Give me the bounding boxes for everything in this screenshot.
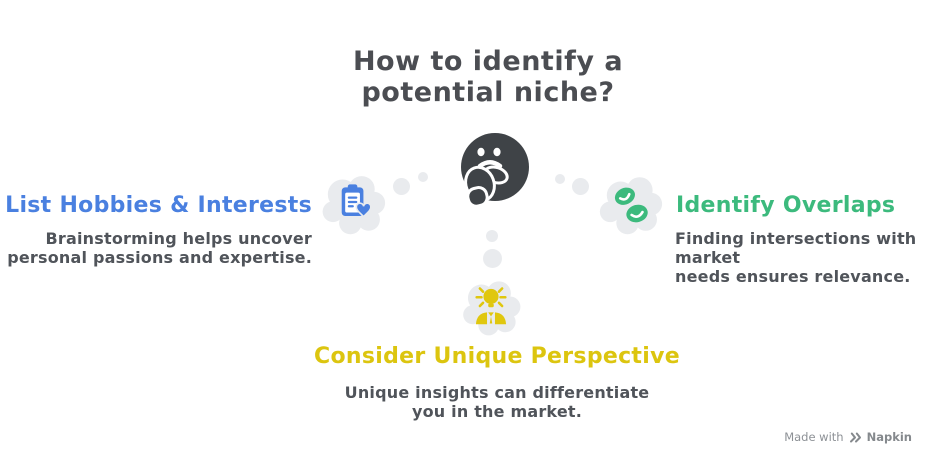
connector-dot-bottom-small [486,230,498,242]
connector-dot-left-large [393,178,410,195]
branch-right-heading: Identify Overlaps [676,193,896,218]
thinking-face-icon [461,133,529,206]
connector-dot-bottom-large [483,249,502,268]
connector-dot-right-small [555,174,565,184]
napkin-brand-label: Napkin [866,430,912,444]
page-title: How to identify a potential niche? [352,46,624,108]
made-with-napkin-credit: Made with Napkin [784,430,912,444]
napkin-logo-icon [849,432,861,442]
made-with-label: Made with [784,430,844,444]
connector-dot-right-large [572,178,589,195]
clipboard-heart-icon [322,176,386,235]
connector-dot-left-small [418,172,428,182]
branch-bottom-heading: Consider Unique Perspective [314,344,680,369]
overlapping-circles-icon [599,177,663,235]
branch-right-description: Finding intersections with market needs … [675,229,917,287]
branch-bottom-description: Unique insights can differentiate you in… [344,383,650,422]
branch-left-heading: List Hobbies & Interests [5,193,312,218]
branch-left-description: Brainstorming helps uncover personal pas… [7,229,312,268]
idea-person-icon [463,281,521,336]
